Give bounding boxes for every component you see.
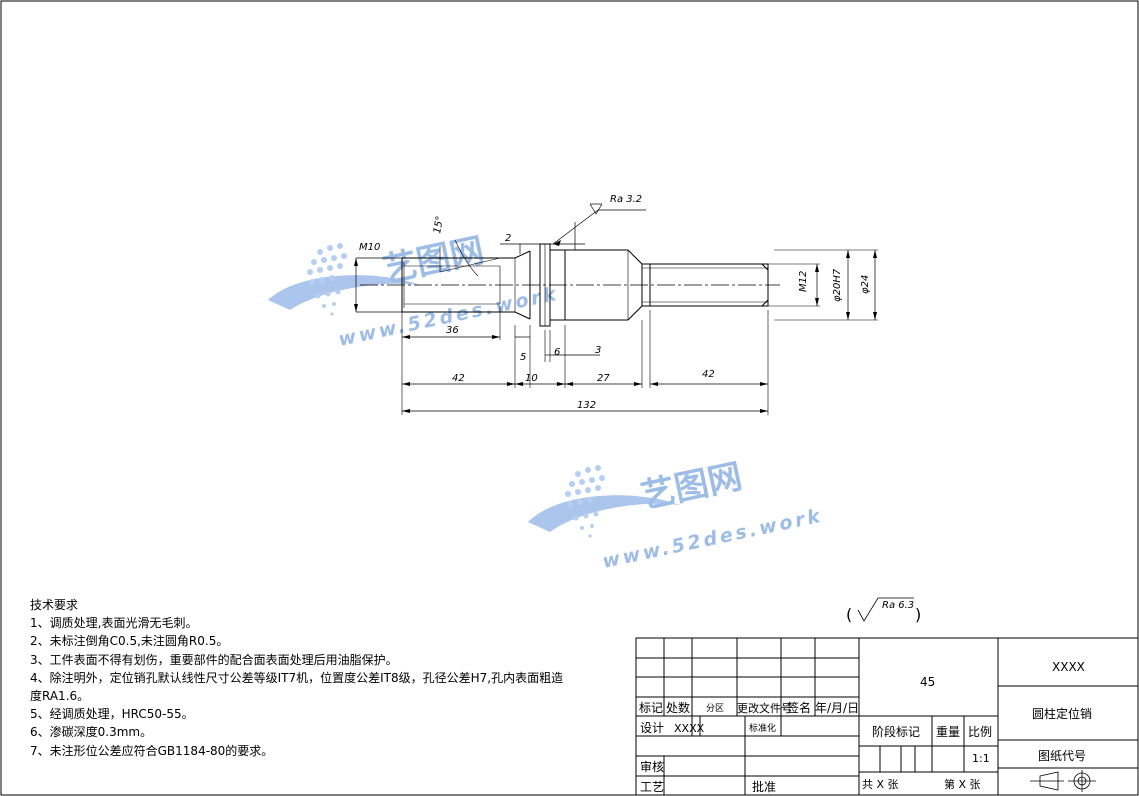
watermark-middle: 艺图网 www.52des.work [528, 456, 825, 573]
roughness-value: Ra 6.3 [882, 600, 914, 611]
tb-sign: 签名 [787, 700, 811, 715]
watermark-url: www.52des.work [336, 283, 560, 351]
tech-requirement-item: 3、工件表面不得有划伤，重要部件的配合面表面处理后用油脂保护。 [30, 652, 398, 667]
dim-2: 2 [505, 233, 511, 244]
tb-part-name: 圆柱定位销 [1032, 706, 1092, 721]
dim-10: 10 [525, 373, 538, 384]
dim-42-left: 42 [452, 373, 465, 384]
tb-date: 年/月/日 [815, 701, 859, 715]
dim-27: 27 [597, 373, 610, 384]
watermark-globe-icon [268, 243, 420, 316]
roughness-check-icon [857, 597, 914, 622]
technical-requirements: 技术要求 1、调质处理,表面光滑无毛刺。 2、未标注倒角C0.5,未注圆角R0.… [30, 596, 570, 760]
watermark-globe-icon [528, 465, 680, 538]
tb-scale-label: 比例 [968, 725, 992, 739]
tb-company: XXXX [1052, 660, 1085, 674]
tb-process: 工艺 [640, 780, 664, 794]
dimension-labels: M10 15° 2 36 5 6 3 42 10 27 42 132 M12 φ… [359, 194, 871, 411]
dim-phi20: φ20H7 [832, 268, 843, 302]
tech-requirement-item: 4、除注明外，定位销孔默认线性尺寸公差等级IT7机，位置度公差IT8级，孔径公差… [30, 670, 564, 704]
tech-requirement-item: 7、未注形位公差应符合GB1184-80的要求。 [30, 743, 274, 758]
part-view [354, 203, 878, 415]
dim-m12: M12 [798, 271, 809, 292]
dim-phi24: φ24 [860, 275, 871, 294]
roughness-open-paren: ( [846, 605, 852, 624]
dimension-lines [355, 203, 876, 412]
dim-42-right: 42 [702, 369, 715, 380]
tb-weight: 重量 [936, 725, 960, 739]
dim-36: 36 [446, 325, 459, 336]
general-roughness: ( Ra 6.3 ) [846, 597, 921, 624]
roughness-close-paren: ) [915, 605, 921, 624]
tb-sheet-no: 第 X 张 [944, 777, 981, 791]
dim-chamfer-angle: 15° [432, 215, 446, 234]
tb-designer: XXXX [674, 722, 705, 735]
projection-symbol-icon [1030, 770, 1096, 792]
tech-requirement-item: 5、经调质处理，HRC50-55。 [30, 707, 194, 722]
tech-requirement-item: 2、未标注倒角C0.5,未注圆角R0.5。 [30, 634, 229, 649]
watermark-url: www.52des.work [600, 505, 824, 573]
watermark-brand: 艺图网 [380, 230, 488, 290]
tb-count: 处数 [666, 700, 690, 715]
dim-132: 132 [577, 400, 596, 411]
tb-standardize: 标准化 [749, 722, 776, 734]
roughness-callout: Ra 3.2 [610, 194, 642, 205]
tb-design: 设计 [640, 721, 664, 735]
tech-requirement-item: 6、渗碳深度0.3mm。 [30, 725, 153, 740]
tb-mark: 标记 [639, 701, 663, 715]
dim-3: 3 [595, 345, 601, 356]
dim-5: 5 [520, 352, 526, 363]
watermark-brand: 艺图网 [638, 456, 746, 516]
tb-stage-mark: 阶段标记 [872, 724, 920, 739]
tech-requirements-title: 技术要求 [30, 598, 79, 612]
title-block-texts: 标记 处数 分区 更改文件号 签名 年/月/日 设计 XXXX 标准化 审核 工… [639, 660, 1092, 794]
tech-requirement-item: 1、调质处理,表面光滑无毛刺。 [30, 616, 198, 631]
tb-change-doc: 更改文件号 [737, 701, 792, 715]
dim-m10: M10 [359, 242, 380, 253]
watermark-top: 艺图网 www.52des.work [268, 230, 561, 351]
tb-total-sheets: 共 X 张 [862, 778, 899, 791]
tb-zone: 分区 [706, 703, 724, 714]
tb-scale: 1:1 [972, 752, 990, 765]
tb-material: 45 [920, 675, 935, 689]
tb-approve: 批准 [752, 779, 776, 794]
title-block [635, 637, 1139, 796]
tb-review: 审核 [640, 759, 664, 774]
tb-drawing-no: 图纸代号 [1038, 749, 1086, 763]
dim-6: 6 [554, 347, 560, 358]
